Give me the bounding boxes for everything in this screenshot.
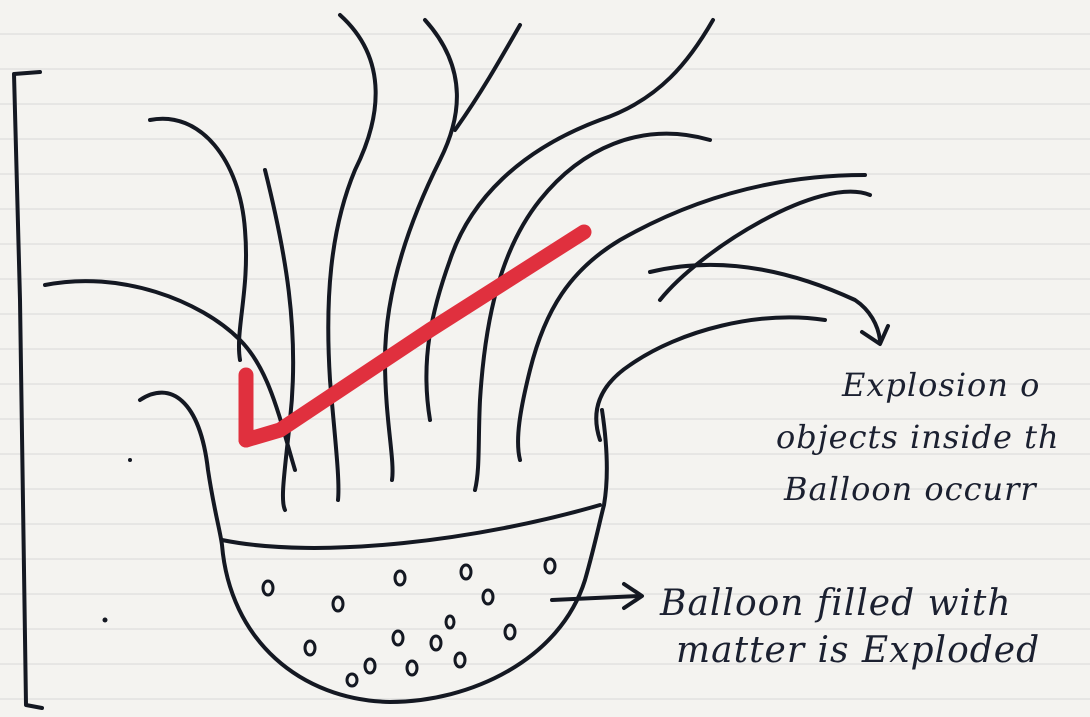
explosion-pointer-arrowhead [862, 326, 888, 344]
balloon-pointer-arrow [552, 584, 642, 608]
explosion-label-line-1: Explosion o [841, 366, 1040, 404]
explosion-label: Explosion o objects inside th Balloon oc… [776, 366, 1060, 508]
explosion-lines [45, 15, 880, 510]
left-bracket [14, 72, 42, 708]
explosion-label-line-2: objects inside th [776, 418, 1060, 456]
highlight-arrow [246, 232, 584, 440]
balloon-label: Balloon filled with matter is Exploded [659, 583, 1040, 671]
balloon-label-line-2: matter is Exploded [676, 630, 1040, 671]
pen-dot [128, 458, 132, 462]
balloon-rim [222, 505, 600, 548]
explosion-label-line-3: Balloon occurr [783, 470, 1037, 508]
balloon-label-line-1: Balloon filled with [659, 583, 1012, 624]
pen-dot [103, 618, 108, 623]
